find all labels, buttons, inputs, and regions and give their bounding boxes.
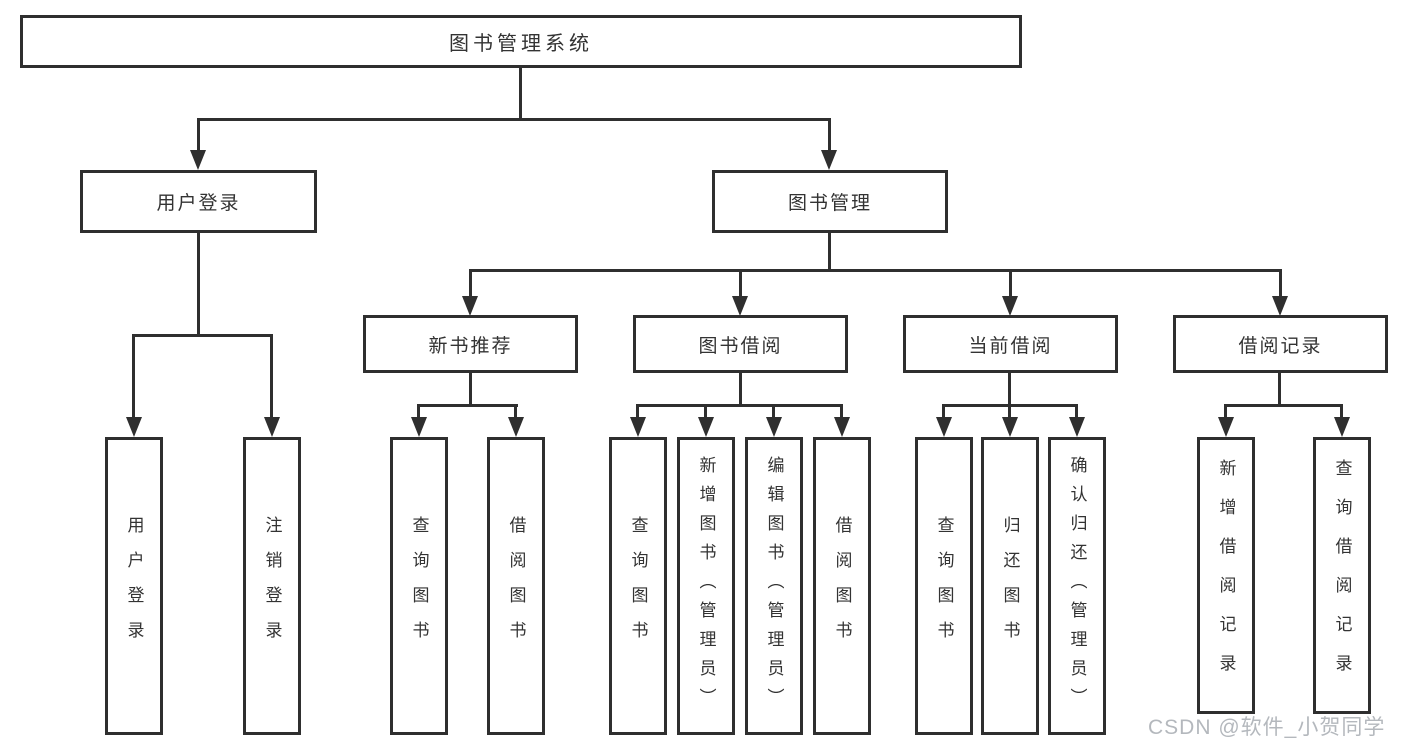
leaf-edit-books-admin: 编辑图书（管理员） bbox=[745, 437, 803, 735]
arrow-down-icon bbox=[126, 417, 142, 437]
connector-line bbox=[519, 68, 522, 121]
arrow-down-icon bbox=[1218, 417, 1234, 437]
node-book-management-label: 图书管理 bbox=[787, 193, 872, 214]
connector-line bbox=[132, 334, 135, 418]
node-current-borrowing: 当前借阅 bbox=[903, 315, 1118, 373]
connector-line bbox=[636, 404, 639, 418]
arrow-down-icon bbox=[411, 417, 427, 437]
connector-line bbox=[197, 118, 200, 152]
connector-line bbox=[469, 269, 472, 297]
node-user-login-branch-label: 用户登录 bbox=[156, 193, 241, 214]
arrow-down-icon bbox=[1002, 417, 1018, 437]
connector-line bbox=[1224, 404, 1227, 418]
node-root: 图书管理系统 bbox=[20, 15, 1022, 68]
leaf-return-books-label: 归还图书 bbox=[1000, 516, 1020, 656]
connector-line bbox=[772, 404, 775, 418]
connector-line bbox=[514, 404, 517, 418]
connector-line bbox=[739, 373, 742, 407]
leaf-user-login: 用户登录 bbox=[105, 437, 163, 735]
node-new-book-recommend-label: 新书推荐 bbox=[428, 335, 513, 357]
leaf-query-borrow-record-label: 查询借阅记录 bbox=[1332, 458, 1352, 693]
arrow-down-icon bbox=[1069, 417, 1085, 437]
leaf-query-books-current-label: 查询图书 bbox=[934, 516, 954, 656]
connector-line bbox=[840, 404, 843, 418]
connector-line bbox=[739, 269, 742, 297]
node-book-borrowing-label: 图书借阅 bbox=[698, 335, 783, 357]
connector-line bbox=[1075, 404, 1078, 418]
leaf-borrow-books-recommend: 借阅图书 bbox=[487, 437, 545, 735]
arrow-down-icon bbox=[508, 417, 524, 437]
leaf-edit-books-admin-label: 编辑图书（管理员） bbox=[764, 455, 784, 717]
leaf-query-books-borrowing: 查询图书 bbox=[609, 437, 667, 735]
node-book-borrowing: 图书借阅 bbox=[633, 315, 848, 373]
leaf-logout-label: 注销登录 bbox=[262, 516, 282, 656]
leaf-confirm-return-admin-label: 确认归还（管理员） bbox=[1067, 455, 1087, 717]
leaf-borrow-books-borrowing-label: 借阅图书 bbox=[832, 516, 852, 656]
leaf-query-books-current: 查询图书 bbox=[915, 437, 973, 735]
connector-line bbox=[469, 269, 1281, 272]
connector-line bbox=[197, 233, 200, 337]
leaf-user-login-label: 用户登录 bbox=[124, 516, 144, 656]
arrow-down-icon bbox=[1272, 296, 1288, 316]
connector-line bbox=[132, 334, 273, 337]
arrow-down-icon bbox=[766, 417, 782, 437]
connector-line bbox=[417, 404, 420, 418]
node-current-borrowing-label: 当前借阅 bbox=[968, 335, 1053, 357]
connector-line bbox=[469, 373, 472, 407]
leaf-add-borrow-record: 新增借阅记录 bbox=[1197, 437, 1255, 714]
connector-line bbox=[270, 334, 273, 418]
arrow-down-icon bbox=[936, 417, 952, 437]
connector-line bbox=[1278, 373, 1281, 407]
connector-line bbox=[417, 404, 518, 407]
node-borrowing-records-label: 借阅记录 bbox=[1238, 335, 1323, 357]
leaf-add-borrow-record-label: 新增借阅记录 bbox=[1216, 458, 1236, 693]
connector-line bbox=[828, 233, 831, 272]
watermark-text: CSDN @软件_小贺同学 bbox=[1148, 716, 1386, 739]
connector-line bbox=[197, 118, 831, 121]
arrow-down-icon bbox=[698, 417, 714, 437]
leaf-borrow-books-borrowing: 借阅图书 bbox=[813, 437, 871, 735]
connector-line bbox=[704, 404, 707, 418]
arrow-down-icon bbox=[1334, 417, 1350, 437]
node-borrowing-records: 借阅记录 bbox=[1173, 315, 1388, 373]
leaf-add-books-admin-label: 新增图书（管理员） bbox=[696, 455, 716, 717]
arrow-down-icon bbox=[630, 417, 646, 437]
leaf-confirm-return-admin: 确认归还（管理员） bbox=[1048, 437, 1106, 735]
watermark: CSDN @软件_小贺同学 bbox=[1148, 711, 1385, 741]
arrow-down-icon bbox=[462, 296, 478, 316]
node-book-management: 图书管理 bbox=[712, 170, 948, 233]
node-user-login-branch: 用户登录 bbox=[80, 170, 317, 233]
leaf-logout: 注销登录 bbox=[243, 437, 301, 735]
connector-line bbox=[828, 118, 831, 152]
leaf-query-books-recommend: 查询图书 bbox=[390, 437, 448, 735]
arrow-down-icon bbox=[732, 296, 748, 316]
arrow-down-icon bbox=[264, 417, 280, 437]
arrow-down-icon bbox=[821, 150, 837, 170]
leaf-query-borrow-record: 查询借阅记录 bbox=[1313, 437, 1371, 714]
arrow-down-icon bbox=[1002, 296, 1018, 316]
node-new-book-recommend: 新书推荐 bbox=[363, 315, 578, 373]
connector-line bbox=[1008, 373, 1011, 407]
node-root-label: 图书管理系统 bbox=[449, 33, 593, 55]
leaf-borrow-books-recommend-label: 借阅图书 bbox=[506, 516, 526, 656]
connector-line bbox=[1008, 404, 1011, 418]
arrow-down-icon bbox=[834, 417, 850, 437]
arrow-down-icon bbox=[190, 150, 206, 170]
connector-line bbox=[942, 404, 945, 418]
connector-line bbox=[1009, 269, 1012, 297]
connector-line bbox=[1279, 269, 1282, 297]
connector-line bbox=[1224, 404, 1343, 407]
leaf-return-books: 归还图书 bbox=[981, 437, 1039, 735]
leaf-query-books-borrowing-label: 查询图书 bbox=[628, 516, 648, 656]
leaf-add-books-admin: 新增图书（管理员） bbox=[677, 437, 735, 735]
leaf-query-books-recommend-label: 查询图书 bbox=[409, 516, 429, 656]
connector-line bbox=[1340, 404, 1343, 418]
connector-line bbox=[636, 404, 843, 407]
